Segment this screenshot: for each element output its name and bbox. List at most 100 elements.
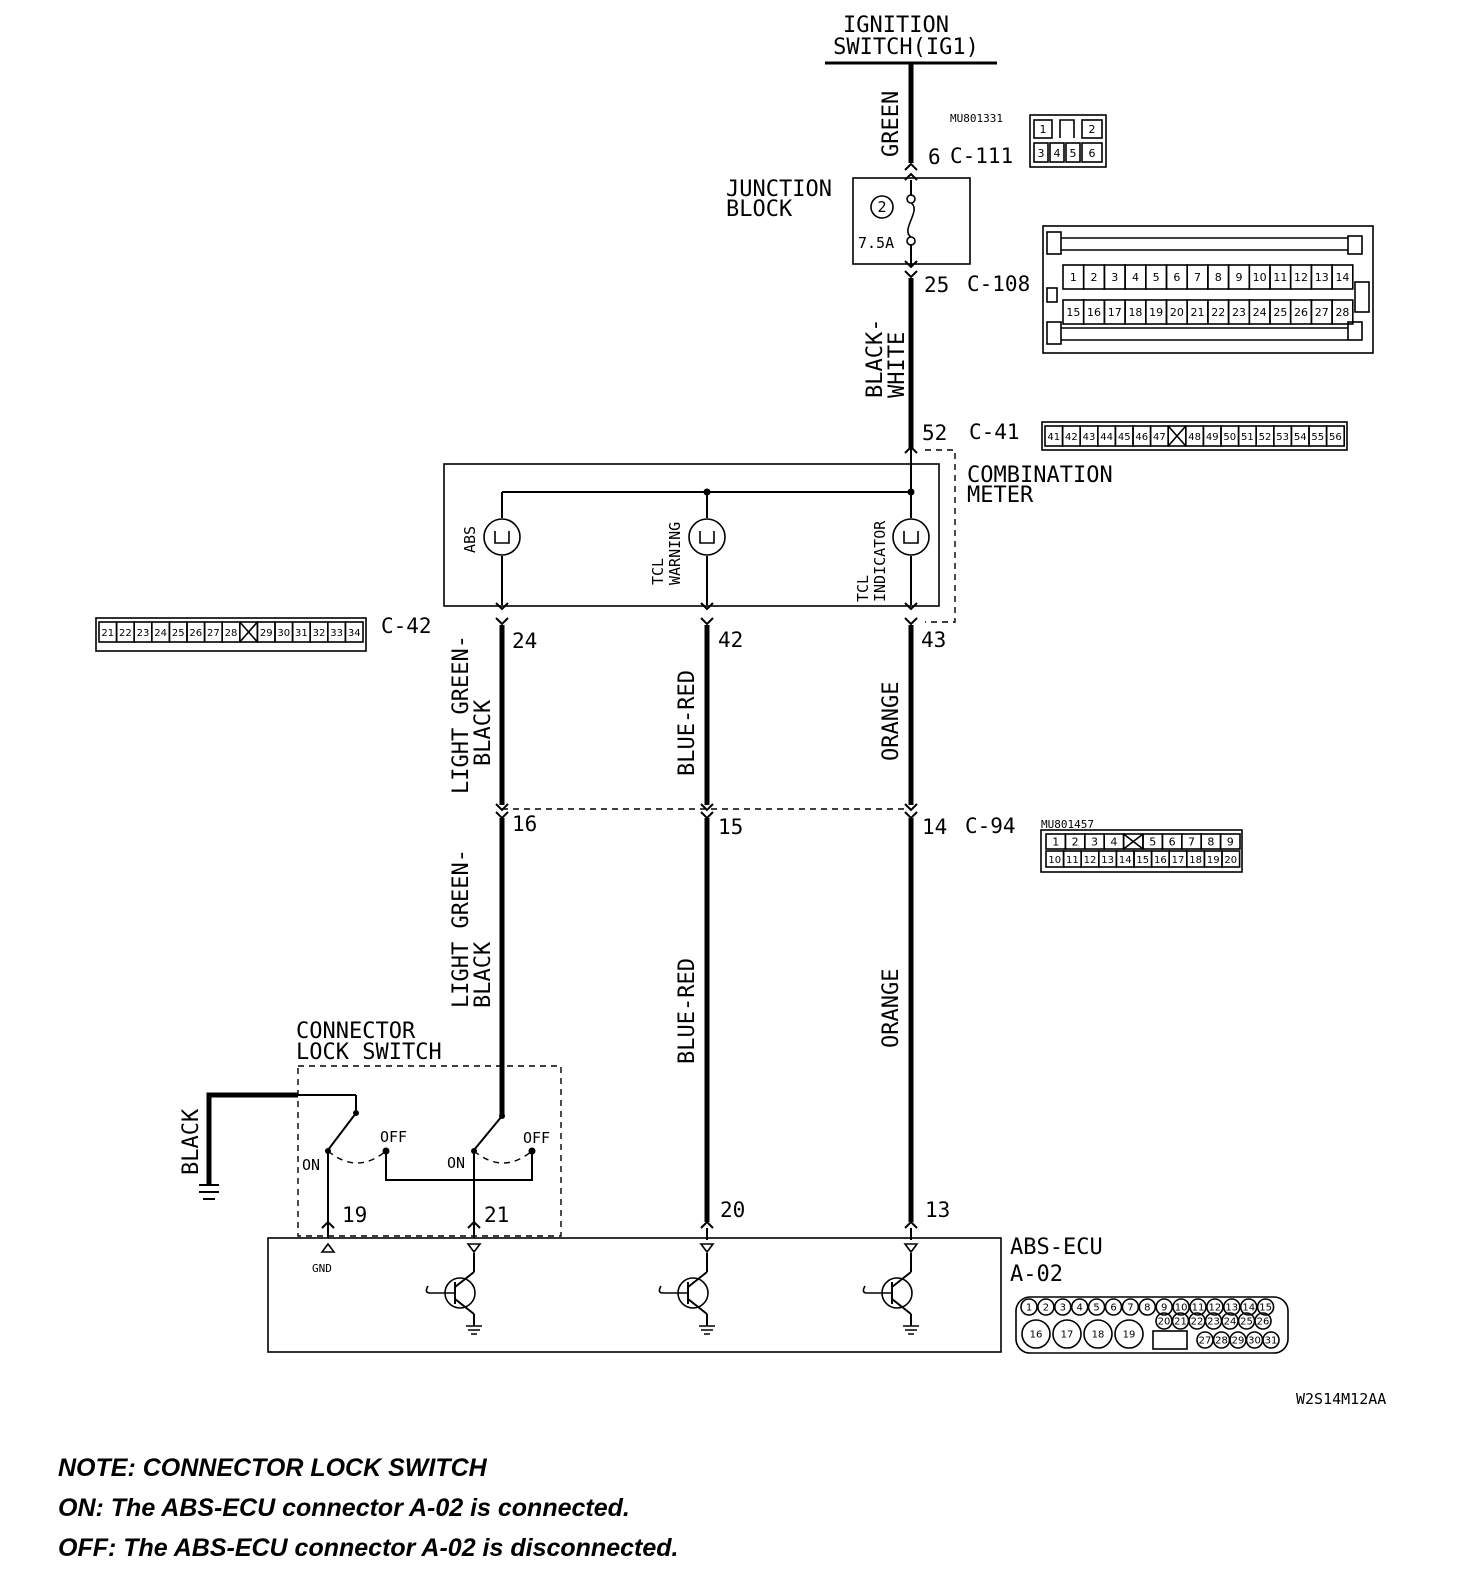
connector-pin <box>1155 1298 1173 1316</box>
connector-pin-label: 31 <box>1265 1336 1278 1347</box>
connector-cell-label: 51 <box>1241 432 1254 443</box>
connector-pin-label: 6 <box>1110 1303 1116 1314</box>
tcl-warning-lamp-icon <box>688 518 726 556</box>
svg-text:4: 4 <box>1054 147 1061 160</box>
connector-pin-label: 23 <box>1207 1317 1220 1328</box>
connector-cell-label: 31 <box>295 628 308 639</box>
transistor-icon <box>425 1243 482 1335</box>
connector-cell <box>1331 299 1354 325</box>
wire-label-lgb-lower-2: BLACK <box>471 941 496 1008</box>
note-on: ON: The ABS-ECU connector A-02 is connec… <box>58 1494 630 1522</box>
combination-meter-label-2: METER <box>967 483 1034 508</box>
blank-cell-cross <box>1167 425 1187 447</box>
lamp-label-tcl-warning-1: TCL <box>649 558 667 585</box>
lamp-label-tcl-indicator-2: INDICATOR <box>871 520 889 602</box>
connector-cell-label: 18 <box>1128 306 1142 319</box>
connector-cell-label: 1 <box>1052 836 1059 849</box>
connector-cell-label: 18 <box>1189 855 1202 866</box>
connector-cell-label: 23 <box>137 628 150 639</box>
connector-pin <box>1087 1298 1106 1316</box>
connector-cell-label: 10 <box>1253 271 1267 284</box>
connector-pin <box>1254 1312 1272 1330</box>
connector-cell-label: 33 <box>330 628 343 639</box>
connector-cell-label: 6 <box>1169 836 1176 849</box>
svg-text:5: 5 <box>1070 147 1077 160</box>
connector-cell-label: 16 <box>1154 855 1167 866</box>
a02-pin-lgb: 21 <box>484 1203 509 1227</box>
connector-pin <box>1070 1298 1089 1316</box>
connector-pin <box>1020 1298 1038 1316</box>
connector-cell-label: 3 <box>1111 271 1118 284</box>
connector-cell-label: 16 <box>1087 306 1101 319</box>
connector-cell-label: 1 <box>1070 271 1077 284</box>
connector-cell-label: 24 <box>154 628 167 639</box>
connector-cell-label: 13 <box>1315 271 1329 284</box>
connector-pin-label: 27 <box>1199 1336 1212 1347</box>
connector-cell-label: 28 <box>1335 306 1349 319</box>
connector-cell-label: 12 <box>1084 855 1097 866</box>
connector-pin-label: 17 <box>1061 1330 1074 1341</box>
connector-cell-label: 26 <box>1294 306 1308 319</box>
svg-text:6: 6 <box>1089 147 1096 160</box>
note-off: OFF: The ABS-ECU connector A-02 is disco… <box>58 1534 679 1562</box>
c41-code: C-41 <box>969 420 1020 444</box>
lock-switch-label-1: CONNECTOR <box>296 1019 416 1044</box>
connector-cell-label: 11 <box>1273 271 1287 284</box>
connector-cell-label: 34 <box>348 628 361 639</box>
combination-meter: COMBINATION METER ABS TCL WARNING TCL IN… <box>443 449 1113 623</box>
connector-cell-label: 19 <box>1149 306 1163 319</box>
lock-switch-label-2: LOCK SWITCH <box>296 1040 442 1065</box>
wire-label-green: GREEN <box>879 91 904 157</box>
connector-pin-label: 28 <box>1215 1336 1228 1347</box>
connector-pin <box>1054 1298 1072 1316</box>
wire-label-blue-red-upper: BLUE-RED <box>675 670 700 776</box>
connector-cell-label: 29 <box>260 628 273 639</box>
connector-cell-label: 23 <box>1232 306 1246 319</box>
connector-cell-label: 27 <box>1315 306 1329 319</box>
svg-text:1: 1 <box>1040 123 1047 136</box>
wire-label-orange-lower: ORANGE <box>879 969 904 1048</box>
ignition-switch-label-1: IGNITION <box>843 13 949 38</box>
connector-cell <box>1219 833 1241 850</box>
connector-pin-label: 19 <box>1123 1330 1136 1341</box>
connector-pin <box>1262 1331 1280 1349</box>
connector-cell-label: 4 <box>1110 836 1117 849</box>
connector-c111-face: 1 2 3 4 5 6 <box>1029 114 1107 168</box>
c111-part-number: MU801331 <box>950 112 1003 125</box>
connector-cell-label: 47 <box>1153 432 1166 443</box>
connector-cell-label: 5 <box>1149 836 1156 849</box>
connector-pin-label: 2 <box>1043 1303 1049 1314</box>
wire-label-lgb-upper-2: BLACK <box>471 699 496 766</box>
figure-code: W2S14M12AA <box>1296 1390 1386 1408</box>
a02-pin-orange: 13 <box>925 1198 950 1222</box>
ground-icon <box>199 1184 219 1200</box>
connector-cell-label: 15 <box>1066 306 1080 319</box>
connector-pin <box>1239 1298 1258 1316</box>
connector-pin-label: 10 <box>1175 1303 1188 1314</box>
connector-cell-label: 15 <box>1136 855 1149 866</box>
connector-cell-label: 32 <box>313 628 326 639</box>
connector-cell-label: 41 <box>1047 432 1060 443</box>
connector-pin-label: 4 <box>1077 1303 1083 1314</box>
connector-pin-label: 25 <box>1240 1317 1253 1328</box>
c41-pin: 52 <box>922 421 947 445</box>
connector-cell-label: 17 <box>1108 306 1122 319</box>
connector-cell <box>1325 425 1345 447</box>
connector-cell-label: 21 <box>101 628 114 639</box>
connector-cell-label: 2 <box>1091 271 1098 284</box>
connector-cell-label: 46 <box>1135 432 1148 443</box>
connector-pin-label: 29 <box>1232 1336 1245 1347</box>
connector-pin <box>1121 1298 1140 1316</box>
connector-pin-label: 20 <box>1158 1317 1171 1328</box>
connector-cell <box>1221 850 1241 868</box>
connector-pin-label: 13 <box>1225 1303 1238 1314</box>
a02-pin-gnd: 19 <box>342 1203 367 1227</box>
transistor-icon <box>862 1243 919 1335</box>
wire-label-black: BLACK <box>179 1108 204 1175</box>
wire-label-black-white-1: BLACK- <box>863 319 888 398</box>
c42-code: C-42 <box>381 614 432 638</box>
